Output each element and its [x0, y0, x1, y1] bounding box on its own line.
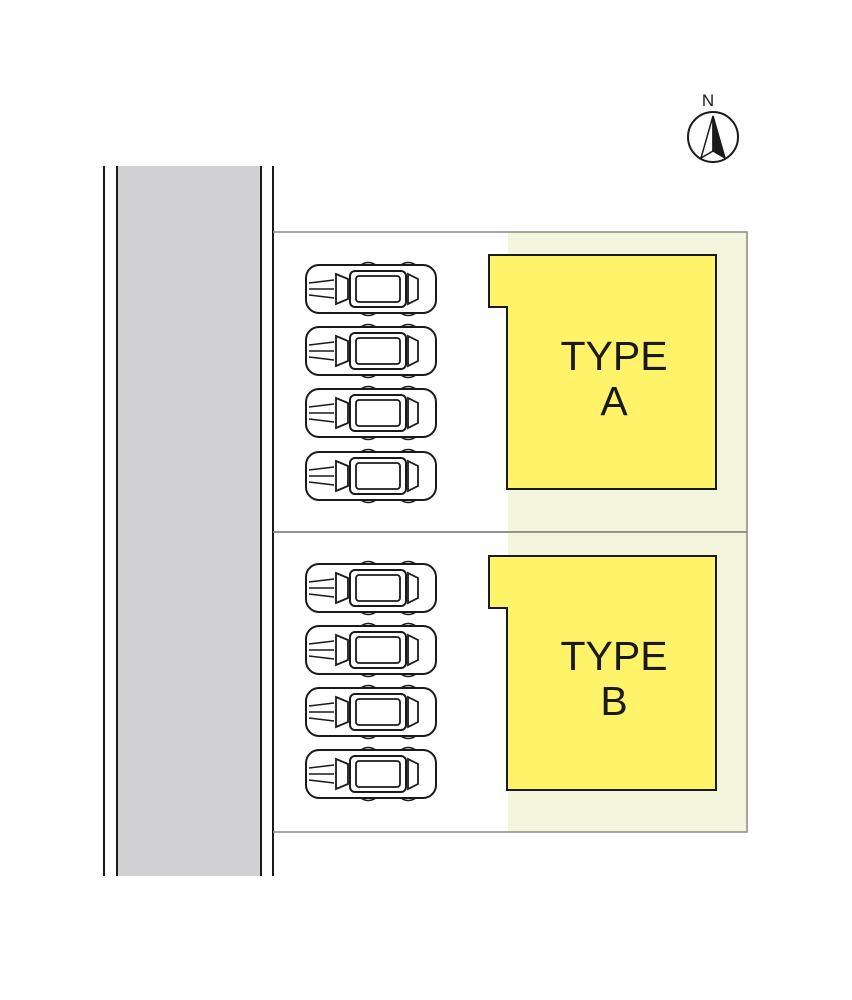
- parking-car: [305, 448, 437, 504]
- parking-car: [305, 684, 437, 740]
- house-label-a-line2: A: [600, 378, 628, 424]
- house-type-a[interactable]: [488, 254, 717, 490]
- compass-label: N: [702, 91, 714, 110]
- parking-car: [305, 746, 437, 802]
- house-type-b[interactable]: [488, 555, 717, 791]
- parking-car: [305, 385, 437, 441]
- parking-car: [305, 622, 437, 678]
- house-label-a-line1: TYPE: [560, 333, 667, 379]
- lot-b[interactable]: TYPE B: [273, 531, 748, 833]
- parking-area-a: [305, 261, 437, 504]
- lot-a[interactable]: TYPE A: [273, 231, 748, 533]
- north-compass-icon: N: [687, 91, 739, 163]
- house-label-b-line2: B: [600, 678, 627, 724]
- road: [103, 166, 274, 876]
- parking-car: [305, 560, 437, 616]
- house-label-b-line1: TYPE: [560, 633, 667, 679]
- parking-car: [305, 323, 437, 379]
- parking-car: [305, 261, 437, 317]
- parking-area-b: [305, 560, 437, 802]
